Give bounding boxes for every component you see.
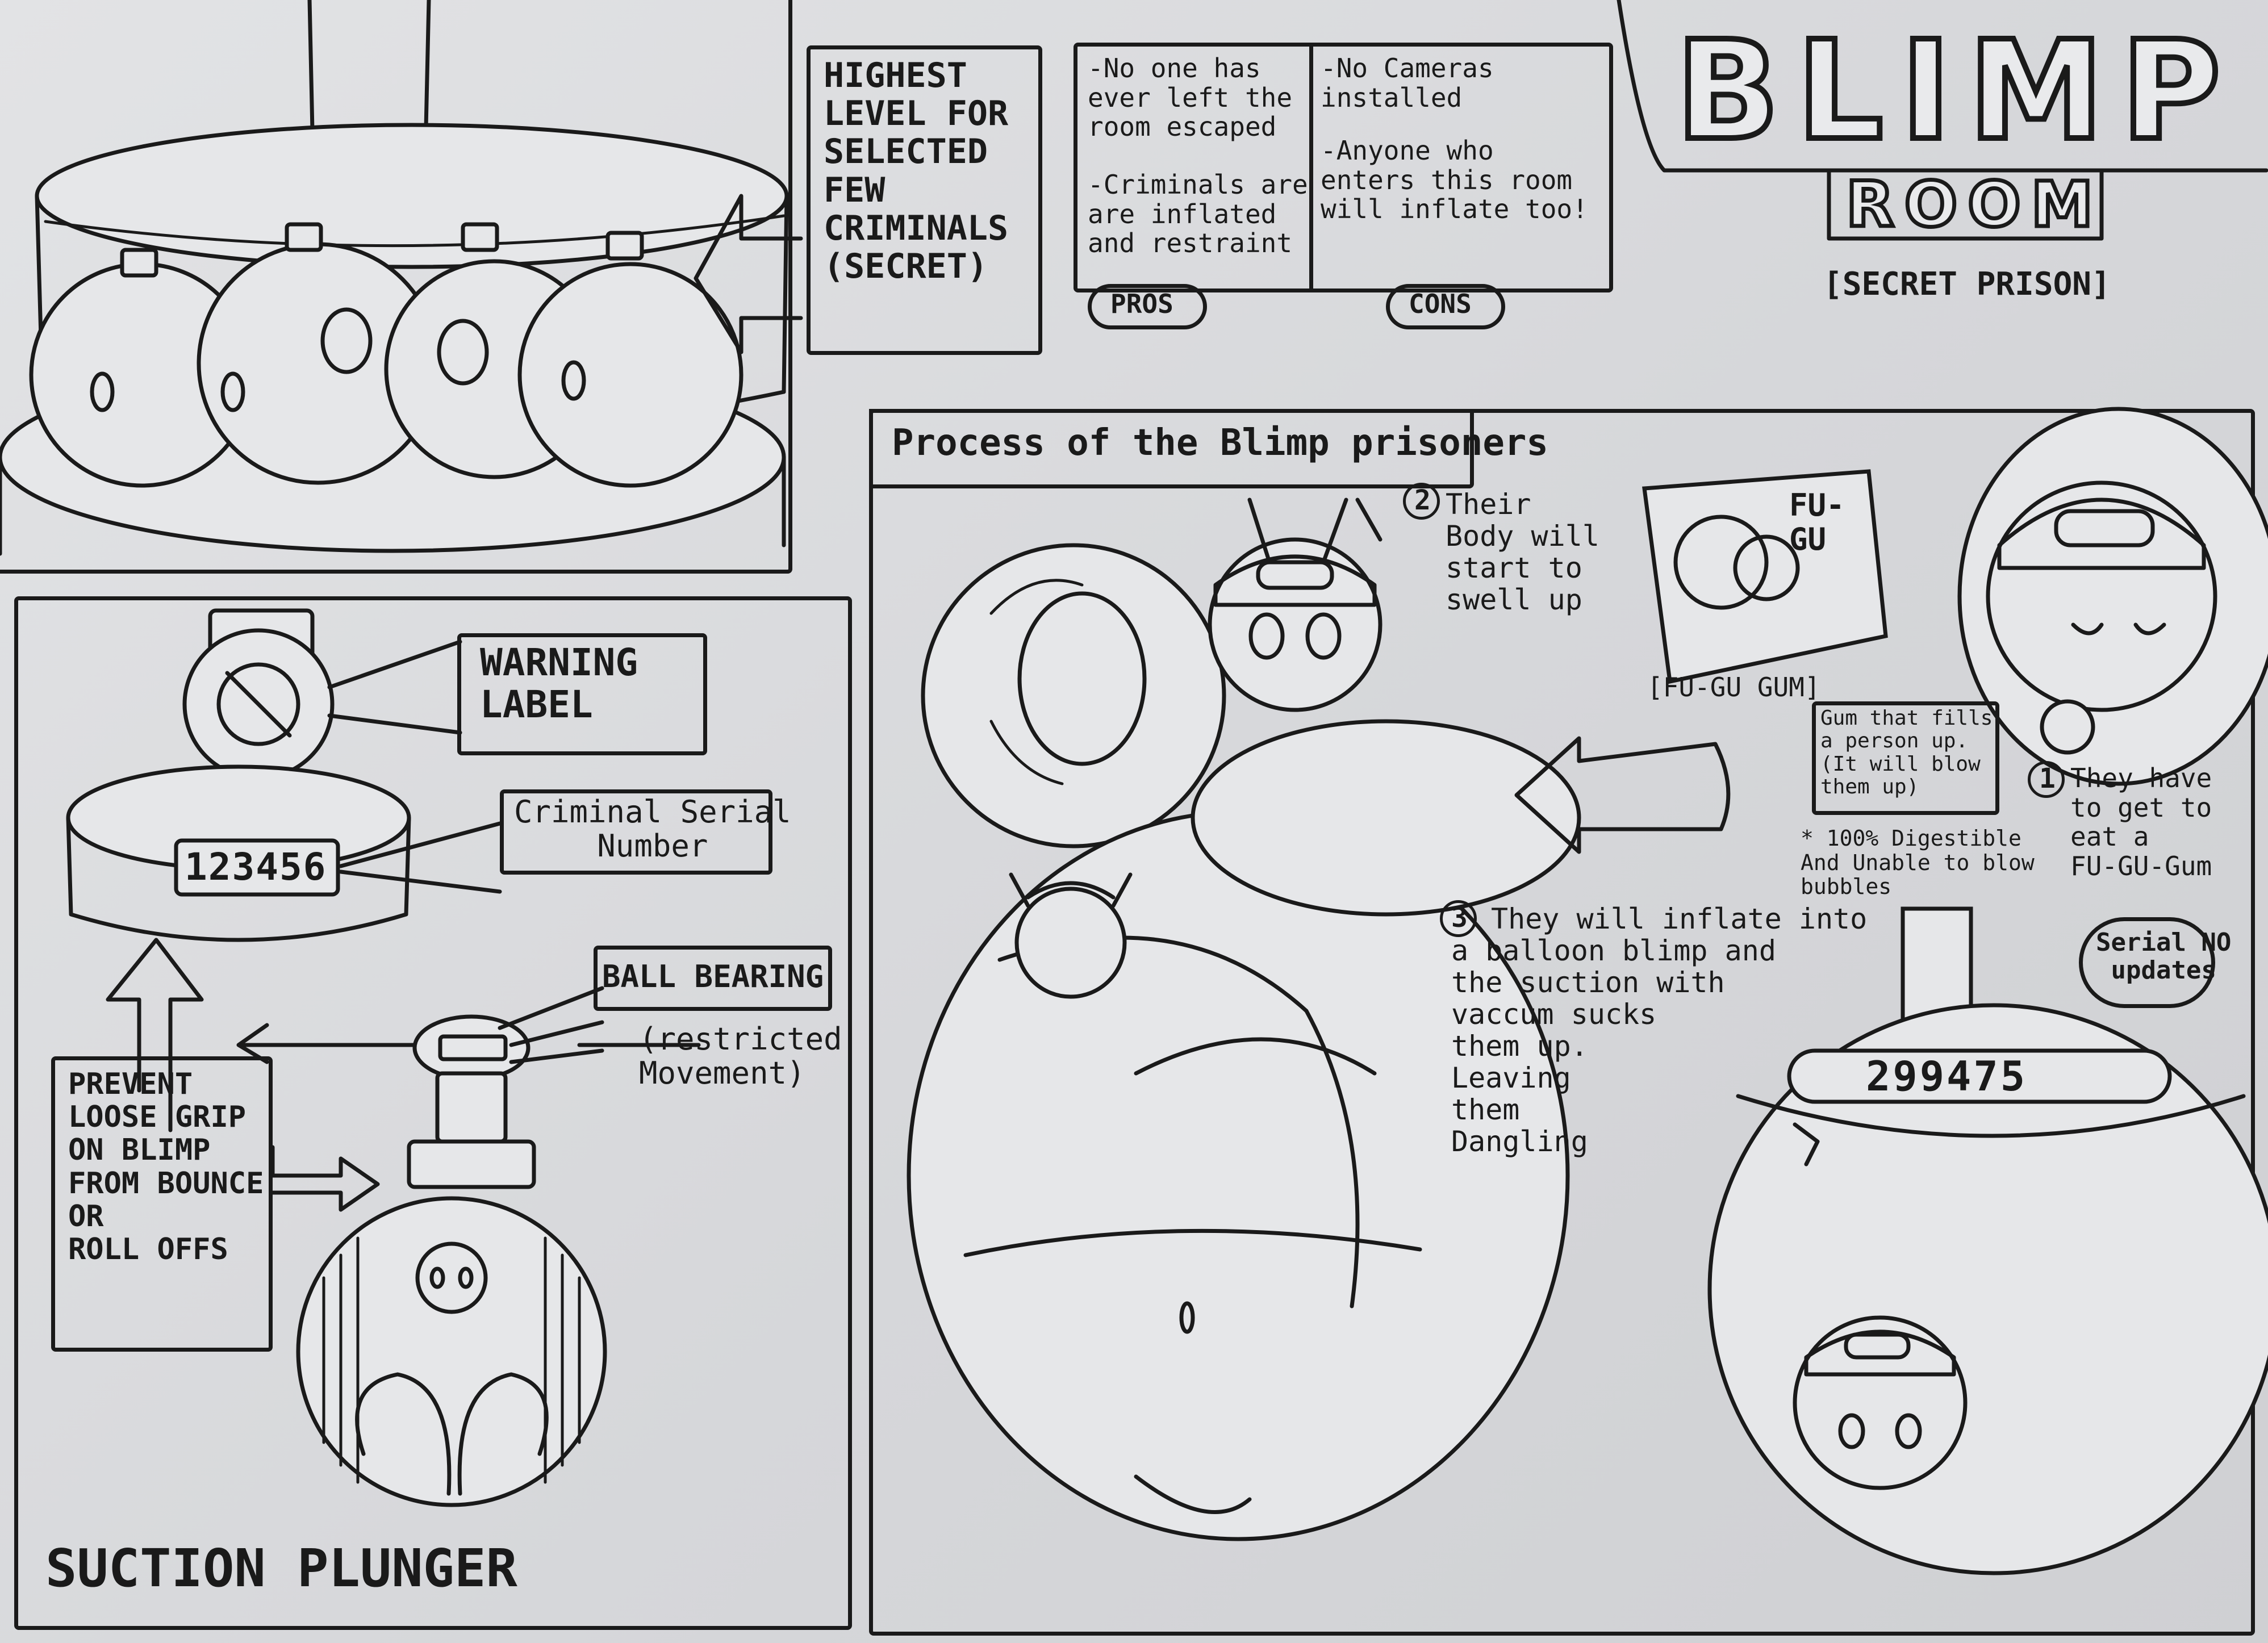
step2-num-circle (1403, 483, 1440, 520)
cons-label: CONS (1409, 289, 1472, 319)
gum-pack-text: FU- GU (1789, 487, 1845, 558)
warning-label-box (457, 633, 707, 755)
level-note: HIGHEST LEVEL FOR SELECTED FEW CRIMINALS… (824, 56, 1009, 286)
process-title-box (869, 409, 1474, 488)
pros-cons-divider (1309, 43, 1313, 292)
step2-num: 2 (1414, 484, 1431, 516)
serial-updates: Serial NO updates (2096, 928, 2232, 985)
serial-number: 123456 (185, 845, 327, 889)
step1-num: 1 (2039, 763, 2056, 795)
suction-panel (14, 596, 852, 1630)
cons-item-2: -Anyone who enters this room will inflat… (1321, 135, 1588, 225)
step3-text: They will inflate into a balloon blimp a… (1451, 902, 1868, 1158)
cons-item-1: -No Cameras installed (1321, 53, 1494, 113)
warning-label: WARNING LABEL (480, 641, 638, 726)
gum-note: * 100% Digestible And Unable to blow bub… (1801, 826, 2035, 900)
step3-num-circle (1440, 900, 1477, 937)
step1-text: They have to get to eat a FU-GU-Gum (2070, 763, 2212, 881)
pros-item-2: -Criminals are are inflated and restrain… (1088, 169, 1308, 259)
title-sub: ROOM (1844, 168, 2104, 241)
ball-bearing-box (594, 946, 832, 1011)
title-tag: [SECRET PRISON] (1823, 266, 2111, 303)
plunger-blimp (296, 1196, 607, 1507)
ball-bearing-label: BALL BEARING (602, 959, 824, 994)
cons-label-oval (1386, 284, 1505, 329)
step3-num: 3 (1451, 902, 1468, 934)
step1-num-circle (2028, 761, 2065, 798)
title-main: BLIMP (1673, 11, 2238, 170)
pros-label-oval (1088, 284, 1207, 329)
gum-label: [FU-GU GUM] (1647, 672, 1820, 703)
pros-label: PROS (1110, 289, 1173, 319)
prevent-box (51, 1056, 273, 1352)
step2-text: Their Body will start to swell up (1446, 488, 1599, 616)
level-note-box (807, 45, 1042, 355)
serial-label-box (500, 789, 772, 875)
suction-footer: SUCTION PLUNGER (45, 1538, 517, 1599)
new-serial-number: 299475 (1866, 1052, 2028, 1100)
restricted-movement: (restricted Movement) (639, 1021, 842, 1092)
process-title: Process of the Blimp prisoners (892, 422, 1548, 464)
pros-item-1: -No one has ever left the room escaped (1088, 53, 1293, 143)
process-panel (869, 409, 2255, 1636)
pros-cons-box (1074, 43, 1613, 292)
chamber-panel (0, 0, 792, 574)
gum-desc-box (1812, 701, 1999, 815)
serial-label: Criminal Serial Number (514, 794, 791, 864)
gum-desc: Gum that fills a person up. (It will blo… (1820, 706, 1993, 798)
serial-updates-oval (2079, 917, 2215, 1008)
prisoner-balloon-4 (517, 262, 744, 488)
prevent-note: PREVENT LOOSE GRIP ON BLIMP FROM BOUNCE … (68, 1067, 264, 1267)
